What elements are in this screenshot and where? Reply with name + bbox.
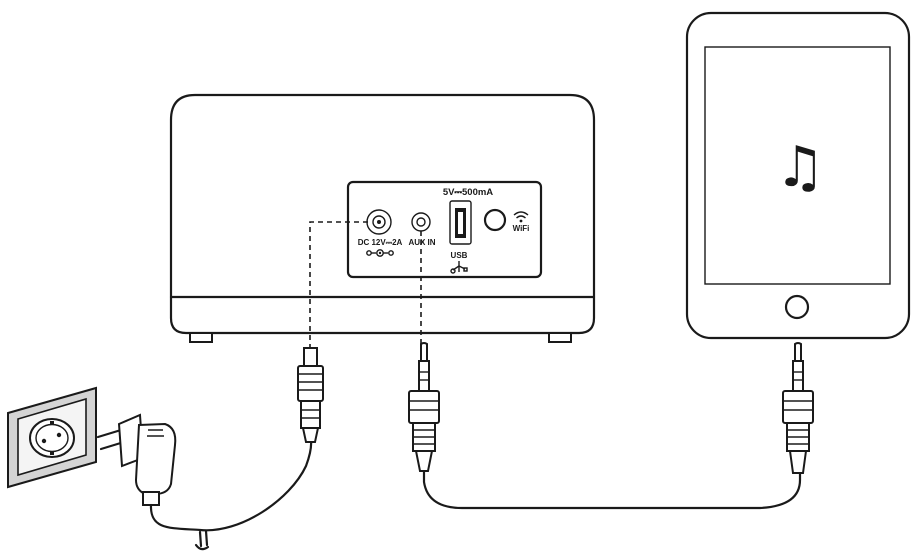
dc-polarity-icon xyxy=(366,249,394,257)
usb-symbol-icon xyxy=(450,261,468,274)
tablet-home-button[interactable] xyxy=(784,294,810,320)
aux-audio-cable xyxy=(422,469,802,510)
tablet-screen xyxy=(704,46,891,285)
tablet-device: ♫ xyxy=(685,11,911,340)
wifi-icon xyxy=(513,211,529,223)
usb-label: USB xyxy=(451,251,468,260)
speaker-unit: 5V⎓500mA DC 12V⎓2A AUX IN xyxy=(169,93,596,343)
dc-power-cable xyxy=(149,438,313,532)
wall-socket xyxy=(7,386,97,489)
power-adapter xyxy=(96,413,177,506)
wifi-button[interactable] xyxy=(483,208,507,232)
dc-in-jack[interactable] xyxy=(366,209,392,235)
dc-in-label: DC 12V⎓2A xyxy=(358,238,403,247)
music-note-icon: ♫ xyxy=(775,135,825,200)
dc-connection-guide xyxy=(309,221,368,348)
speaker-foot-right xyxy=(548,332,572,343)
rear-connector-panel: 5V⎓500mA DC 12V⎓2A AUX IN xyxy=(346,180,543,279)
aux-plug-tablet xyxy=(782,342,814,474)
aux-plug-speaker xyxy=(408,342,440,472)
wifi-label: WiFi xyxy=(513,224,530,233)
usb-port[interactable] xyxy=(449,200,472,245)
dc-barrel-plug xyxy=(297,347,324,443)
speaker-foot-left xyxy=(189,332,213,343)
aux-in-label: AUX IN xyxy=(408,238,435,247)
usb-power-spec: 5V⎓500mA xyxy=(443,187,493,198)
aux-in-jack[interactable] xyxy=(411,212,431,232)
